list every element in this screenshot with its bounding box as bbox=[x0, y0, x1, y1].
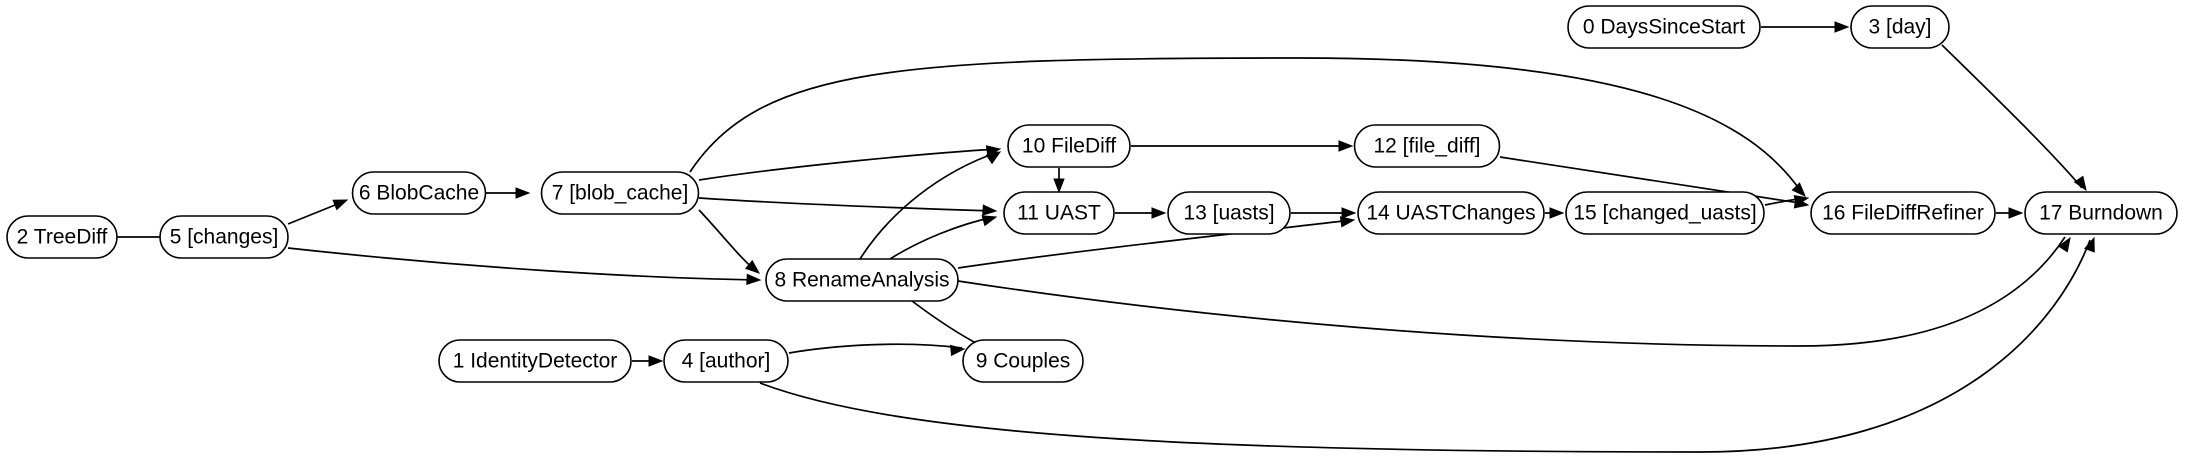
arrowhead bbox=[981, 215, 998, 227]
node-label: 1 IdentityDetector bbox=[453, 350, 618, 373]
node-label: 4 [author] bbox=[682, 350, 771, 373]
node-shape bbox=[2024, 191, 2178, 235]
edge-5-to-8 bbox=[287, 247, 759, 281]
node-label: 11 UAST bbox=[1017, 202, 1101, 225]
arrowhead bbox=[746, 273, 762, 286]
node-shape bbox=[159, 215, 289, 259]
graph-node-n4[interactable]: 4 [author] bbox=[663, 339, 789, 383]
arrowhead bbox=[949, 344, 966, 357]
arrowhead bbox=[985, 151, 1002, 165]
node-label: 12 [file_diff] bbox=[1373, 135, 1480, 158]
edge-3-to-17 bbox=[1941, 44, 2083, 189]
node-label: 17 Burndown bbox=[2039, 202, 2163, 225]
node-shape bbox=[1007, 124, 1131, 168]
arrowhead bbox=[744, 259, 761, 274]
graph-node-n12[interactable]: 12 [file_diff] bbox=[1353, 124, 1501, 168]
node-label: 5 [changes] bbox=[170, 226, 279, 249]
node-shape bbox=[1850, 5, 1950, 49]
arrowhead bbox=[2084, 236, 2095, 253]
node-label: 14 UASTChanges bbox=[1366, 202, 1535, 225]
arrowhead bbox=[1834, 21, 1850, 33]
arrowhead bbox=[1339, 216, 1356, 228]
node-shape bbox=[6, 215, 118, 259]
graph-node-n7[interactable]: 7 [blob_cache] bbox=[540, 171, 700, 215]
node-shape bbox=[540, 171, 700, 215]
node-label: 7 [blob_cache] bbox=[552, 182, 689, 205]
arrowhead bbox=[648, 355, 664, 367]
graph-node-n9[interactable]: 9 Couples bbox=[962, 339, 1084, 383]
node-label: 10 FileDiff bbox=[1022, 135, 1116, 158]
arrowhead bbox=[1053, 178, 1065, 194]
graph-node-n13[interactable]: 13 [uasts] bbox=[1167, 191, 1291, 235]
node-shape bbox=[438, 339, 632, 383]
node-shape bbox=[351, 171, 487, 215]
arrowhead bbox=[332, 199, 349, 211]
node-label: 6 BlobCache bbox=[359, 182, 479, 205]
node-shape bbox=[765, 258, 959, 302]
arrowhead bbox=[2073, 175, 2087, 192]
arrowhead bbox=[1338, 140, 1354, 152]
graph-node-n2[interactable]: 2 TreeDiff bbox=[6, 215, 118, 259]
arrowhead bbox=[515, 187, 531, 199]
arrowhead bbox=[1791, 182, 1806, 198]
node-shape bbox=[1003, 191, 1115, 235]
node-shape bbox=[1810, 191, 1996, 235]
arrowhead bbox=[985, 145, 1002, 157]
node-label: 15 [changed_uasts] bbox=[1573, 202, 1756, 225]
node-shape bbox=[1353, 124, 1501, 168]
edge-12-to-16 bbox=[1499, 156, 1807, 205]
arrowhead bbox=[1549, 207, 1565, 219]
edge-8-to-11 bbox=[889, 216, 995, 260]
graph-node-n14[interactable]: 14 UASTChanges bbox=[1357, 191, 1545, 235]
nodes-layer: 0 DaysSinceStart 3 [day] 2 TreeDiff 5 [chan… bbox=[6, 5, 2178, 383]
node-label: 0 DaysSinceStart bbox=[1583, 16, 1745, 39]
edges-layer bbox=[117, 26, 2091, 453]
node-shape bbox=[1565, 191, 1765, 235]
graph-node-n1[interactable]: 1 IdentityDetector bbox=[438, 339, 632, 383]
edge-7-to-16 bbox=[689, 57, 1801, 191]
node-shape bbox=[1167, 191, 1291, 235]
node-label: 2 TreeDiff bbox=[17, 226, 108, 249]
edge-7-to-10 bbox=[698, 148, 999, 181]
node-shape bbox=[1357, 191, 1545, 235]
arrowheads-layer bbox=[190, 21, 2095, 367]
edge-7-to-11 bbox=[698, 197, 995, 212]
graph-node-n10[interactable]: 10 FileDiff bbox=[1007, 124, 1131, 168]
edge-8-to-10 bbox=[859, 151, 999, 260]
node-label: 13 [uasts] bbox=[1183, 202, 1274, 225]
edge-4-to-17 bbox=[759, 239, 2091, 453]
node-label: 16 FileDiffRefiner bbox=[1822, 202, 1984, 225]
arrowhead bbox=[982, 204, 998, 216]
arrowhead bbox=[2008, 207, 2024, 219]
graph-node-n16[interactable]: 16 FileDiffRefiner bbox=[1810, 191, 1996, 235]
edge-8-to-17 bbox=[957, 236, 2066, 347]
edge-7-to-8 bbox=[698, 209, 758, 273]
edge-4-to-9 bbox=[788, 343, 963, 354]
node-label: 9 Couples bbox=[976, 350, 1071, 373]
arrowhead bbox=[1151, 207, 1167, 219]
arrowhead bbox=[1793, 194, 1810, 207]
node-shape bbox=[1567, 5, 1761, 49]
node-label: 3 [day] bbox=[1868, 16, 1931, 39]
graph-node-n5[interactable]: 5 [changes] bbox=[159, 215, 289, 259]
graph-node-n8[interactable]: 8 RenameAnalysis bbox=[765, 258, 959, 302]
node-label: 8 RenameAnalysis bbox=[774, 269, 949, 292]
arrowhead bbox=[1341, 207, 1357, 219]
graph-node-n17[interactable]: 17 Burndown bbox=[2024, 191, 2178, 235]
graph-node-n11[interactable]: 11 UAST bbox=[1003, 191, 1115, 235]
graph-node-n6[interactable]: 6 BlobCache bbox=[351, 171, 487, 215]
graph-node-n3[interactable]: 3 [day] bbox=[1850, 5, 1950, 49]
node-shape bbox=[663, 339, 789, 383]
edge-8-to-14 bbox=[957, 219, 1353, 269]
node-shape bbox=[962, 339, 1084, 383]
graph-node-n15[interactable]: 15 [changed_uasts] bbox=[1565, 191, 1765, 235]
arrowhead bbox=[2057, 236, 2071, 253]
graph-node-n0[interactable]: 0 DaysSinceStart bbox=[1567, 5, 1761, 49]
